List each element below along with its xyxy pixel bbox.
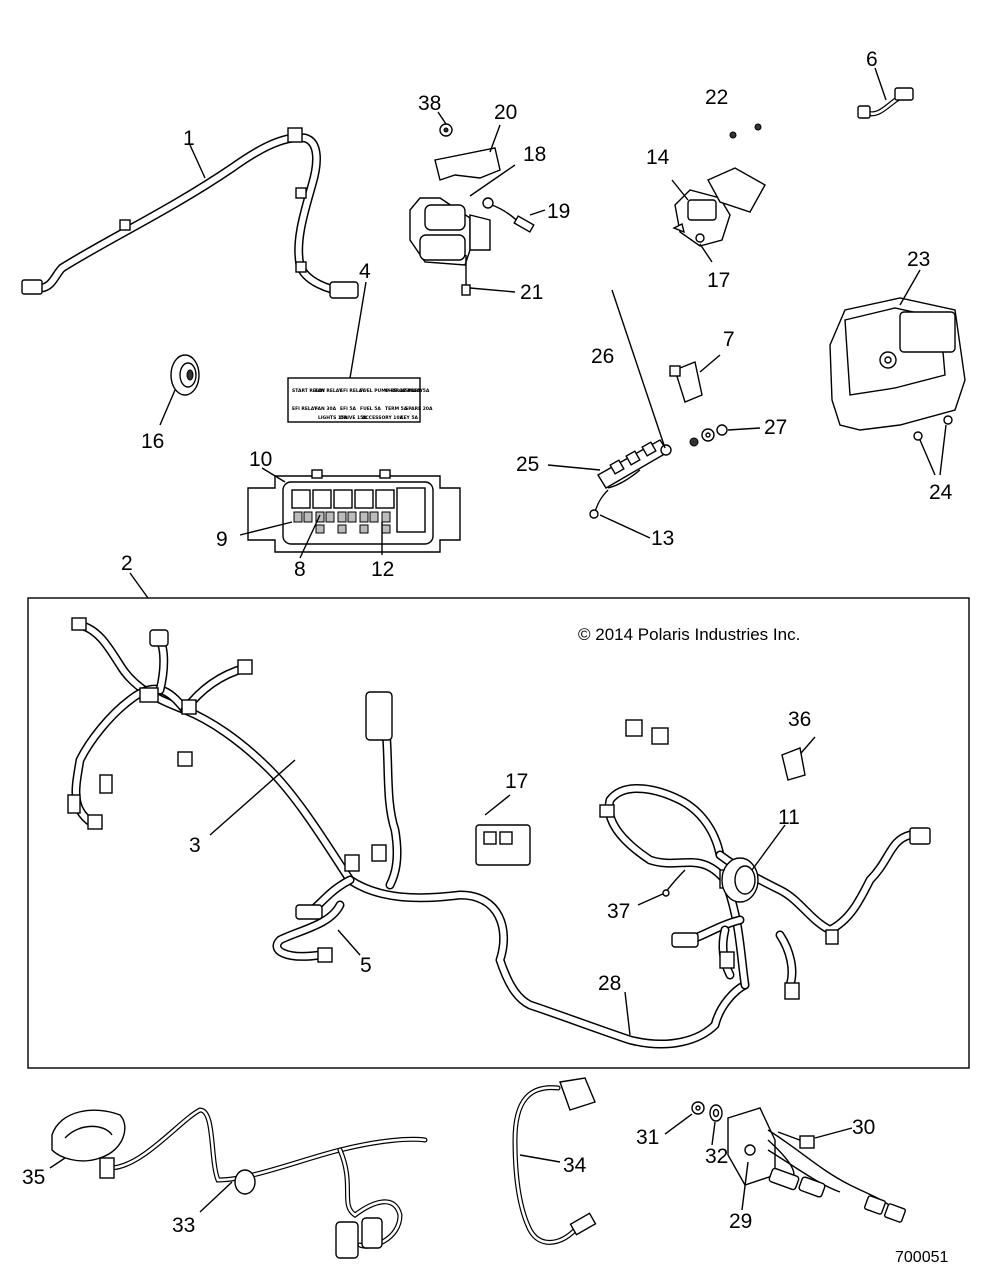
decal-label: CHARGE RELAY (385, 388, 424, 394)
decal-label: KEY 5A (400, 415, 419, 421)
callout-6: 6 (866, 48, 878, 71)
part-18-coil-assembly (409, 164, 516, 296)
callout-26: 26 (591, 345, 614, 368)
decal-label: EFI 5A (340, 406, 357, 412)
part-32-washer (709, 1104, 723, 1146)
callout-9: 9 (216, 528, 228, 551)
part-19-lead (482, 197, 546, 233)
callout-13: 13 (651, 527, 674, 550)
callout-32: 32 (705, 1145, 728, 1168)
callout-11: 11 (778, 806, 800, 829)
callout-33: 33 (172, 1214, 195, 1237)
decal-label: SPARE 20A (405, 406, 433, 412)
part-14-module (671, 123, 766, 263)
callout-22: 22 (705, 86, 728, 109)
part-1-harness (21, 127, 359, 299)
decal-label: SPARE 5A (405, 388, 430, 394)
callout-24: 24 (929, 481, 953, 504)
part-35-cap (49, 1109, 126, 1169)
part-7-relay (669, 354, 721, 403)
decal-label: TERM 5A (385, 406, 408, 412)
callout-7: 7 (723, 328, 735, 351)
main-harness-frame (27, 597, 970, 1069)
decal-label: FUEL PUMP RELAY (360, 388, 407, 394)
callout-5: 5 (360, 954, 372, 977)
callout-14: 14 (646, 146, 670, 169)
part-38-nut (437, 111, 453, 137)
callout-17-harness: 17 (505, 770, 528, 793)
callout-31: 31 (636, 1126, 659, 1149)
decal-label: FUEL 5A (360, 406, 381, 412)
callout-1: 1 (183, 127, 195, 150)
callout-18: 18 (523, 143, 546, 166)
part-29-relay-harness (727, 1107, 906, 1223)
part-6-pigtail (857, 67, 914, 119)
decal-label: FAN 30A (315, 406, 337, 412)
part-36-connector (781, 747, 806, 781)
callout-20: 20 (494, 101, 517, 124)
callout-35: 35 (22, 1166, 45, 1189)
decal-label: LIGHTS 15A (318, 415, 348, 421)
callout-36: 36 (788, 708, 811, 731)
part-23-ecu (829, 269, 966, 476)
callout-17-module: 17 (707, 269, 730, 292)
callout-38: 38 (418, 92, 441, 115)
callout-28: 28 (598, 972, 621, 995)
callout-23: 23 (907, 248, 930, 271)
part-33-harness (99, 1107, 428, 1259)
callout-2: 2 (121, 552, 133, 575)
callout-19: 19 (547, 200, 570, 223)
copyright-notice: © 2014 Polaris Industries Inc. (578, 625, 800, 644)
part-16-grommet (159, 354, 200, 426)
callout-37: 37 (607, 900, 630, 923)
callout-27: 27 (764, 416, 787, 439)
decal-label: DRIVE 15A (340, 415, 367, 421)
part-27-nuts (689, 424, 761, 447)
decal-label: EFI RELAY (340, 388, 366, 394)
part-2-main-harness (67, 617, 931, 1049)
decal-label: ACCESSORY 10A (362, 415, 404, 421)
callout-29: 29 (729, 1210, 752, 1233)
decal-label: START RELAY (292, 388, 326, 394)
part-10-fuse-box (239, 467, 461, 559)
callout-10: 10 (249, 448, 272, 471)
callout-12: 12 (371, 558, 394, 581)
part-31-nut (664, 1101, 705, 1135)
decal-label: EFI RELAY (292, 406, 318, 412)
callout-3: 3 (189, 834, 201, 857)
decal-label: FAN RELAY (315, 388, 343, 394)
callout-30: 30 (852, 1116, 875, 1139)
callout-25: 25 (516, 453, 539, 476)
callout-4: 4 (359, 260, 371, 283)
callout-8: 8 (294, 558, 306, 581)
callout-16: 16 (141, 430, 164, 453)
part-4-fuse-decal: START RELAY FAN RELAY EFI RELAY FUEL PUM… (287, 281, 433, 423)
callout-34: 34 (563, 1154, 587, 1177)
part-25-terminal-strip (547, 289, 672, 539)
part-34-sensor-lead (512, 1077, 597, 1245)
callout-21: 21 (520, 281, 543, 304)
part-30-bolt (777, 1127, 853, 1149)
document-number: 700051 (895, 1249, 948, 1266)
part-20-bracket (434, 124, 501, 181)
